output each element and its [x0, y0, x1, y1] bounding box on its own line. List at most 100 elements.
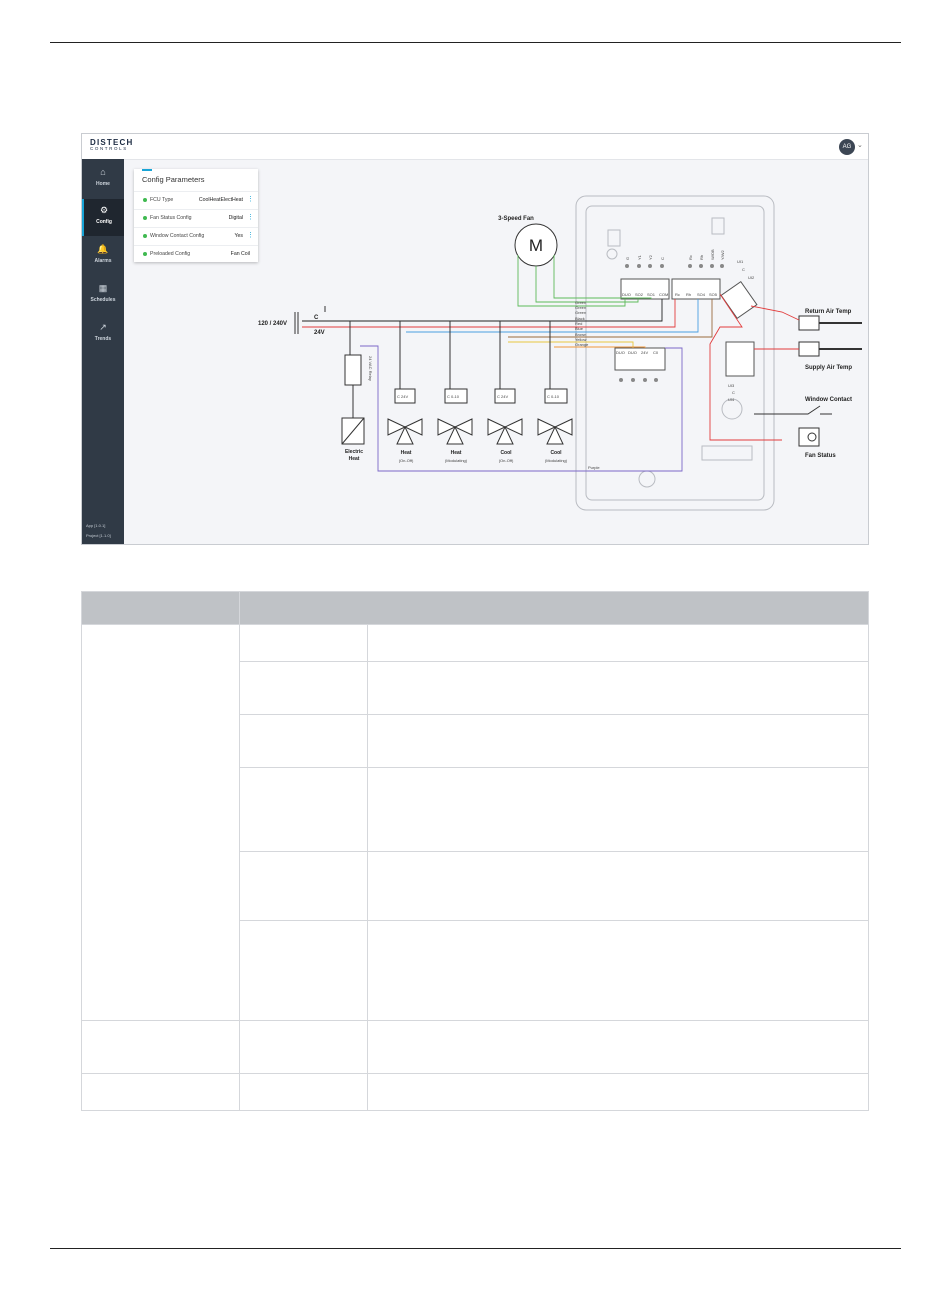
wiring-diagram: 3-Speed Fan M G Y1 Y2 C Rc Rh W/OB Y/W2 … [258, 195, 862, 511]
sidebar-item-schedules[interactable]: ▦ Schedules [82, 277, 124, 314]
svg-text:C0: C0 [653, 350, 659, 355]
upper-terminal-block [620, 278, 721, 300]
svg-text:(Modulating): (Modulating) [445, 458, 468, 463]
svg-text:UI4: UI4 [728, 397, 735, 402]
config-row-preloaded: Preloaded Config Fan Coil [134, 245, 258, 263]
status-dot-icon [143, 234, 147, 238]
lower-terminal-block: DUO DUO 24V C0 [614, 347, 666, 371]
table-cell [81, 1073, 240, 1111]
sidebar-item-trends[interactable]: ↗ Trends [82, 316, 124, 353]
sidebar-item-label: Home [96, 181, 110, 187]
valve-cool-modulating: C 0-10 Cool (Modulating) [537, 321, 573, 463]
table-cell [81, 624, 240, 1021]
svg-text:Rc: Rc [688, 255, 693, 260]
chevron-down-icon[interactable]: ⌄ [857, 142, 863, 149]
svg-text:DUO: DUO [628, 350, 637, 355]
sidebar-item-label: Config [96, 219, 112, 225]
config-value: Digital [228, 215, 243, 221]
config-row-fan-status[interactable]: Fan Status Config Digital ⋮ [134, 209, 258, 227]
more-options-icon[interactable]: ⋮ [247, 214, 254, 221]
more-options-icon[interactable]: ⋮ [247, 196, 254, 203]
svg-text:SO5: SO5 [709, 292, 718, 297]
valve-heat-modulating: C 0-10 Heat (Modulating) [437, 321, 473, 463]
purple-label: Purple [588, 465, 600, 470]
transformer-c: C [314, 315, 319, 321]
table-row [81, 1020, 870, 1074]
upper-terminal-labels: DUO SO2 SO1 COM Rc Rh SO4 SO5 [622, 292, 718, 297]
svg-text:24V: 24V [641, 350, 648, 355]
svg-text:Window Contact: Window Contact [805, 397, 852, 403]
more-options-icon[interactable]: ⋮ [247, 232, 254, 239]
footer-rule [50, 1248, 901, 1249]
brand-logo[interactable]: DISTECH CONTROLS [90, 139, 134, 152]
svg-text:G: G [625, 257, 630, 260]
svg-text:Brown: Brown [575, 332, 586, 337]
fan-status-switch: Fan Status [798, 427, 836, 459]
sidebar-item-label: Alarms [94, 258, 112, 264]
valve-cool-onoff: C 24V Cool (On-Off) [487, 321, 523, 463]
svg-text:SO2: SO2 [635, 292, 644, 297]
trend-icon: ↗ [99, 322, 107, 332]
svg-text:SO1: SO1 [647, 292, 656, 297]
svg-text:UI1: UI1 [737, 259, 744, 264]
electric-heat-label-2: Heat [349, 456, 360, 462]
table-row [82, 661, 870, 715]
table-row [81, 624, 870, 1021]
config-key: FCU Type [150, 197, 174, 203]
window-contact: Window Contact [754, 397, 852, 415]
svg-text:Heat: Heat [451, 450, 462, 456]
app-screenshot: DISTECH CONTROLS AG ⌄ ⌂ Home ⚙ Config 🔔 … [81, 133, 869, 545]
header-rule [50, 42, 901, 43]
status-dot-icon [143, 198, 147, 202]
table-cell [238, 714, 368, 768]
table-cell [366, 1073, 870, 1111]
table-header-cell [81, 591, 240, 625]
calendar-icon: ▦ [98, 283, 108, 293]
config-row-window-contact[interactable]: Window Contact Config Yes ⋮ [134, 227, 258, 245]
svg-text:COM: COM [659, 292, 668, 297]
svg-text:24 VAC Relay: 24 VAC Relay [368, 356, 373, 381]
bell-icon: 🔔 [97, 244, 109, 254]
svg-text:C 0-10: C 0-10 [447, 394, 460, 399]
table-cell [366, 1020, 870, 1074]
config-row-fcu-type[interactable]: FCU Type CoolHeatElectHeat ⋮ [134, 191, 258, 209]
svg-text:Red: Red [575, 321, 582, 326]
lower-io-dots [619, 378, 658, 382]
red-loop [709, 293, 782, 441]
config-key: Window Contact Config [150, 233, 205, 239]
svg-text:(On-Off): (On-Off) [499, 458, 514, 463]
ui1-labels: UI1 C UI2 [737, 259, 755, 280]
config-value: Yes [234, 233, 243, 239]
sidebar-item-home[interactable]: ⌂ Home [82, 161, 124, 198]
svg-text:Green: Green [575, 310, 586, 315]
svg-text:Rh: Rh [686, 292, 691, 297]
svg-text:C 0-10: C 0-10 [547, 394, 560, 399]
svg-text:Rh: Rh [699, 255, 704, 260]
svg-text:Rc: Rc [675, 292, 680, 297]
table-cell [238, 851, 368, 921]
table-row [82, 714, 870, 768]
svg-text:C: C [742, 267, 745, 272]
sidebar: ⌂ Home ⚙ Config 🔔 Alarms ▦ Schedules ↗ T… [82, 159, 124, 544]
svg-text:Yellow: Yellow [575, 337, 587, 342]
upper-io-dots [625, 264, 724, 268]
gear-icon: ⚙ [99, 205, 109, 215]
table-cell [238, 920, 368, 1021]
table-header-cell [238, 591, 870, 625]
transformer-24v: 24V [314, 330, 325, 336]
config-key: Preloaded Config [150, 251, 191, 257]
brand-line-1: DISTECH [90, 138, 134, 147]
svg-text:Y/W2: Y/W2 [720, 249, 725, 260]
user-avatar[interactable]: AG [839, 139, 855, 155]
table-cell [366, 714, 870, 768]
table-cell [238, 1073, 368, 1111]
table-cell [238, 624, 368, 662]
svg-text:Black: Black [575, 316, 585, 321]
table-cell [81, 1020, 240, 1074]
bus-wires [302, 299, 713, 348]
ui-terminal-block [720, 280, 758, 320]
electric-heat-label-1: Electric [345, 449, 363, 455]
sidebar-item-config[interactable]: ⚙ Config [82, 199, 124, 236]
sidebar-item-alarms[interactable]: 🔔 Alarms [82, 238, 124, 275]
table-cell [366, 920, 870, 1021]
